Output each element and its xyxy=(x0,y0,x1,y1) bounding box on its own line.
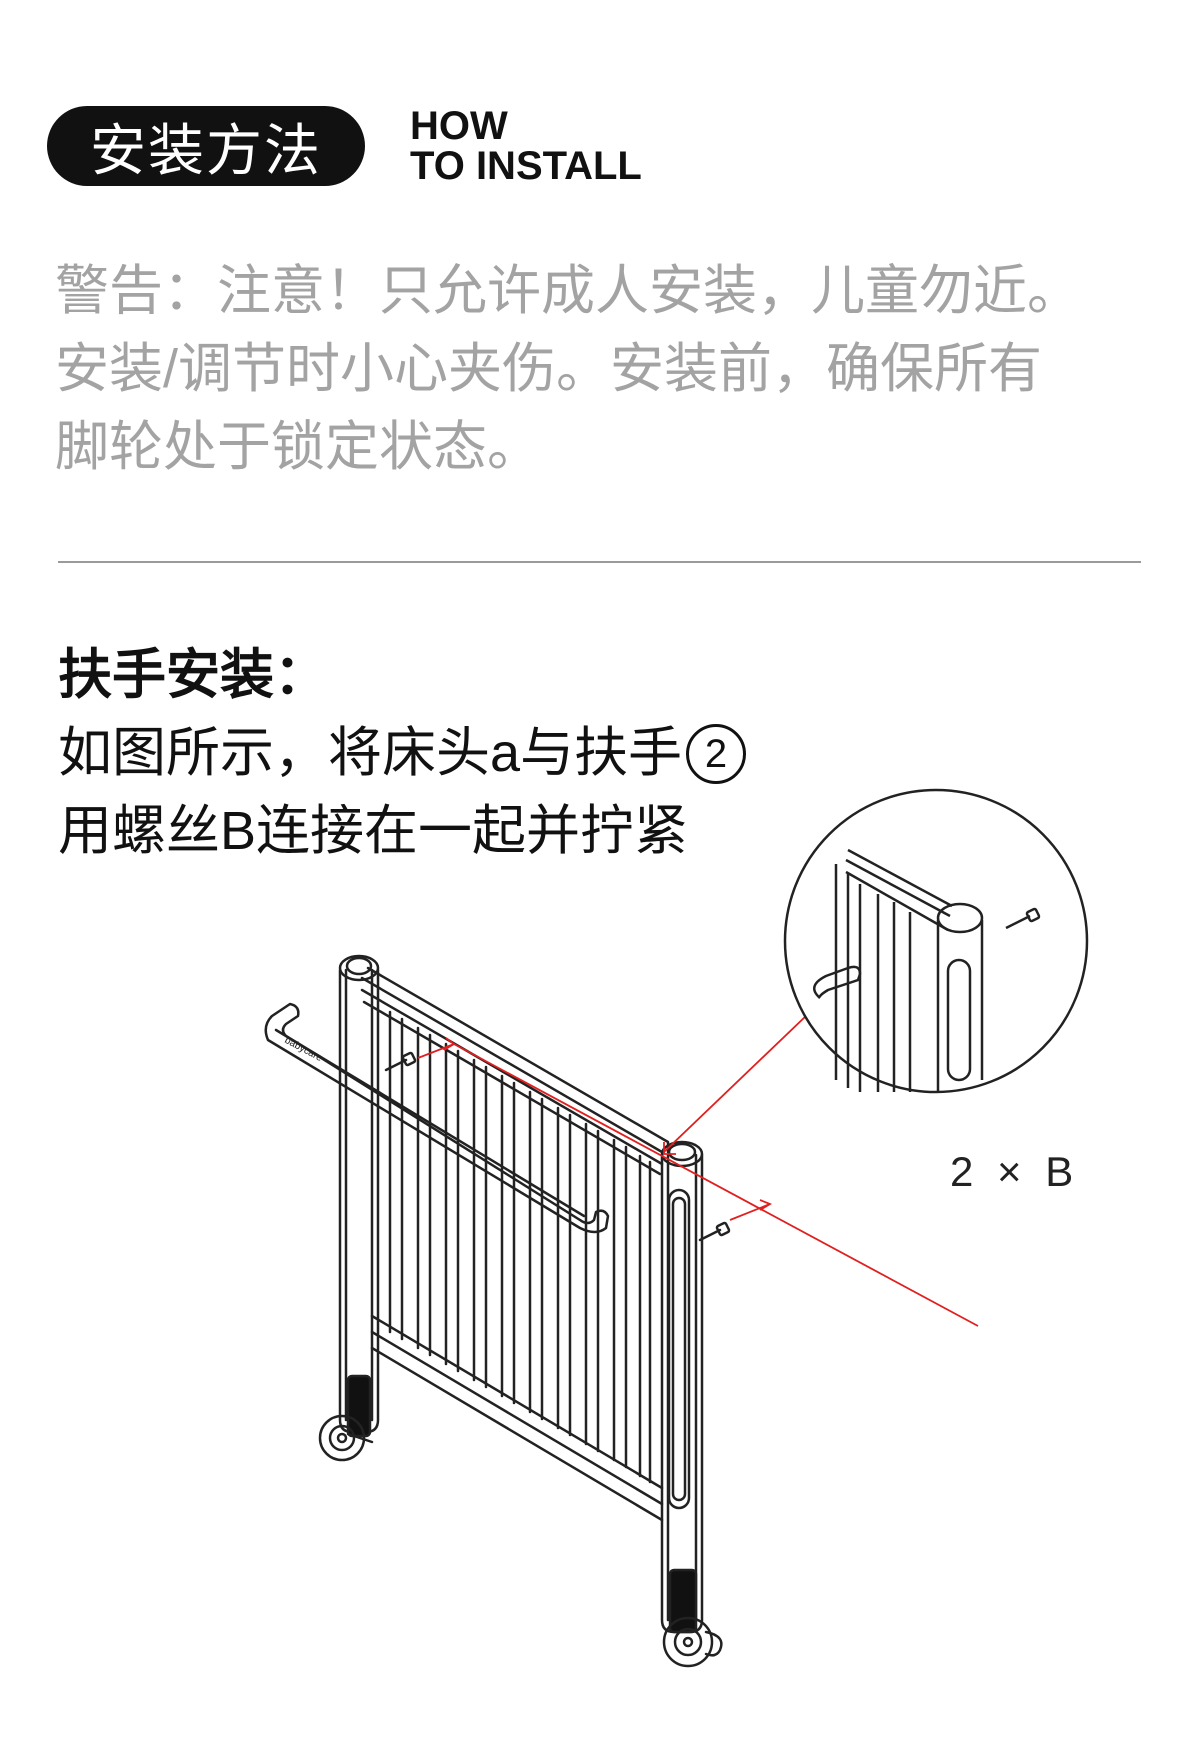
crib-headboard-diagram: babycare xyxy=(264,788,1089,1668)
warning-line-1: 警告：注意！只允许成人安装，儿童勿近。 xyxy=(55,261,1081,321)
detail-zoom-circle xyxy=(783,788,1089,1094)
bottom-rail xyxy=(370,1314,664,1522)
right-post xyxy=(660,1140,704,1634)
warning-text: 警告：注意！只允许成人安装，儿童勿近。 安装/调节时小心夹伤。安装前，确保所有 … xyxy=(55,252,1175,486)
right-caster-icon xyxy=(662,1616,723,1668)
section-badge: 安装方法 xyxy=(47,106,365,186)
warning-line-3: 脚轮处于锁定状态。 xyxy=(55,417,541,477)
section-divider xyxy=(58,561,1141,563)
english-title: HOW TO INSTALL xyxy=(410,106,642,186)
armrest-bar: babycare xyxy=(264,1002,610,1234)
part-number-badge: 2 xyxy=(686,724,747,784)
quantity-label: 2 × B xyxy=(950,1148,1080,1195)
guide-lines xyxy=(417,1015,979,1327)
screw-icon xyxy=(384,1051,731,1242)
left-caster-icon xyxy=(318,1414,374,1462)
step-line-2: 用螺丝B连接在一起并拧紧 xyxy=(58,801,689,861)
english-title-line-2: TO INSTALL xyxy=(410,144,642,188)
left-post xyxy=(338,954,380,1438)
crib-slats xyxy=(388,1010,652,1484)
step-title: 扶手安装： xyxy=(58,645,328,705)
warning-line-2: 安装/调节时小心夹伤。安装前，确保所有 xyxy=(55,339,1043,399)
section-badge-label: 安装方法 xyxy=(90,118,322,182)
step-line-1-text: 如图所示，将床头a与扶手 xyxy=(58,723,683,783)
brand-marking: babycare xyxy=(283,1035,325,1064)
english-title-line-1: HOW xyxy=(410,104,508,148)
